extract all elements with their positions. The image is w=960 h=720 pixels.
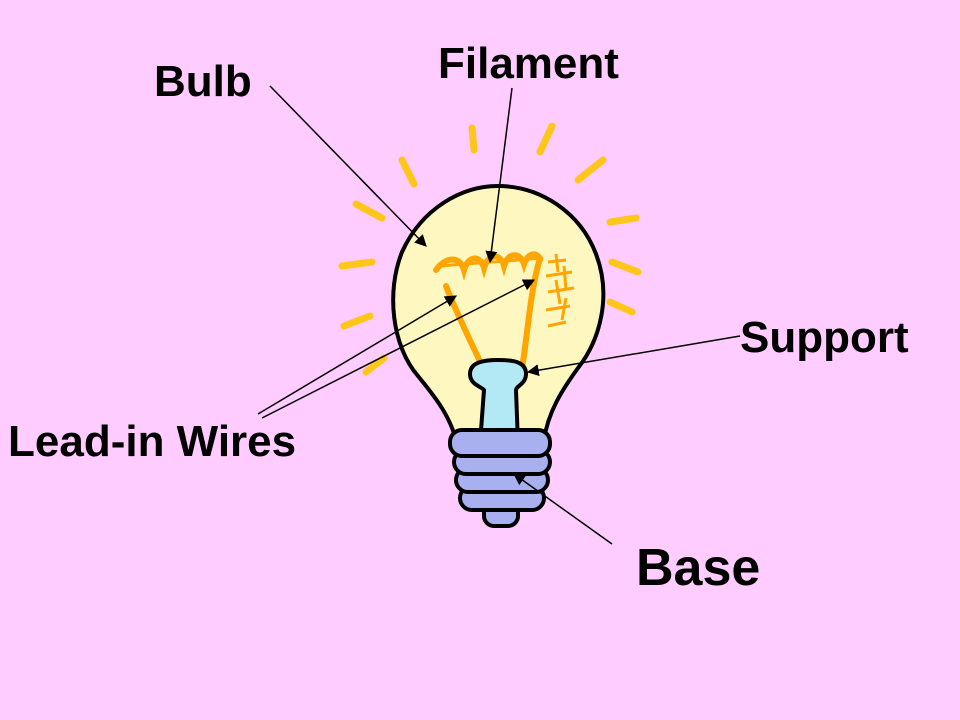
- label-bulb: Bulb: [154, 57, 252, 106]
- glass-bulb: [391, 183, 606, 451]
- light-ray: [398, 156, 418, 188]
- light-ray: [352, 200, 386, 222]
- bulb-pointer: [269, 85, 427, 247]
- light-ray: [340, 312, 374, 330]
- light-ray: [536, 122, 556, 156]
- support-pointer: [526, 335, 741, 377]
- glass-stem: [467, 357, 529, 446]
- light-rays: [338, 122, 642, 376]
- light-ray: [606, 214, 640, 226]
- lead-in-pointer-lower: [261, 279, 536, 419]
- label-lead-in-wires: Lead-in Wires: [8, 417, 297, 466]
- filament-pointer: [485, 87, 513, 264]
- base-pointer: [513, 473, 613, 545]
- label-base: Base: [636, 539, 761, 597]
- label-filament: Filament: [438, 39, 619, 88]
- lead-in-pointer-upper: [257, 295, 458, 415]
- label-support: Support: [740, 313, 909, 362]
- light-ray: [362, 354, 388, 376]
- filament-bar: [441, 256, 541, 268]
- support-wires: [545, 253, 575, 328]
- light-ray: [338, 258, 376, 270]
- light-ray: [608, 258, 642, 276]
- screw-base: [448, 428, 552, 528]
- light-ray: [606, 298, 636, 316]
- pointer-lines: [257, 85, 741, 545]
- light-ray: [574, 156, 607, 184]
- light-ray: [468, 124, 478, 154]
